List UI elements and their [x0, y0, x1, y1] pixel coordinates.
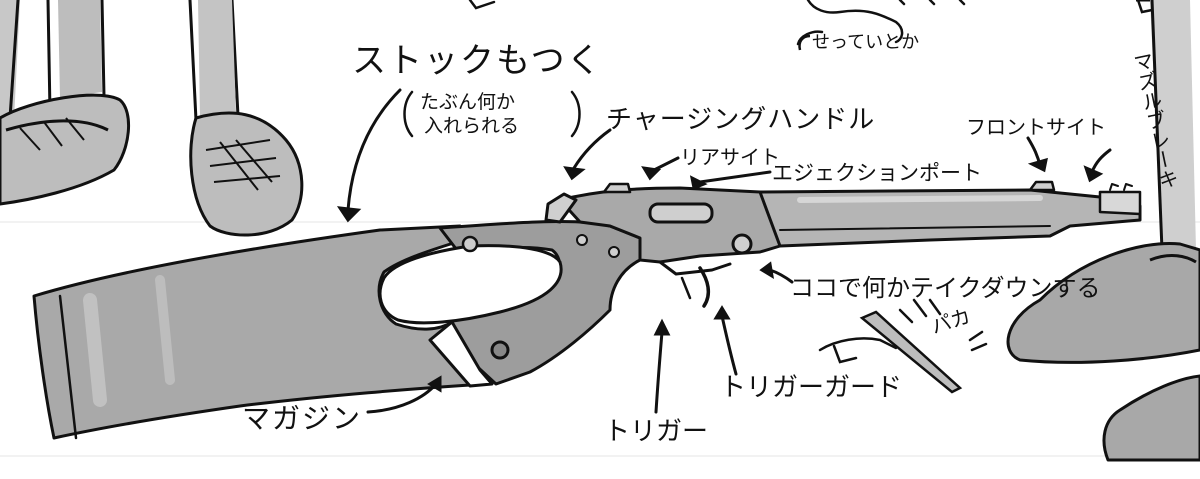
stock-arrow	[348, 90, 400, 210]
label-magazine: マガジン	[242, 402, 362, 435]
muzzle-brake-shape	[1100, 192, 1140, 214]
label-trigger-guard: トリガーガード	[720, 373, 902, 403]
trigger-shape	[700, 268, 708, 306]
receiver-pin	[492, 342, 508, 358]
label-ejection-port: エジェクションポート	[772, 161, 982, 185]
label-top-note: せっていとか	[812, 32, 919, 53]
label-takedown: ココで何かテイクダウンする	[790, 274, 1101, 302]
charging-handle-arrow	[574, 130, 610, 168]
shoe-left	[0, 95, 129, 204]
trigger-guard-shape	[660, 262, 730, 274]
label-charging-handle: チャージングハンドル	[606, 105, 875, 135]
label-stock-note-2: 入れられる	[424, 115, 519, 137]
label-front-sight: フロントサイト	[966, 115, 1106, 139]
rifle	[34, 182, 1140, 438]
trigger-arrow	[656, 332, 662, 412]
label-stock-note-1: たぶん何か	[420, 91, 515, 113]
top-doodle	[470, 0, 1152, 44]
label-rear-sight: リアサイト	[680, 145, 780, 169]
takedown-pin-shape	[733, 235, 751, 253]
rear-sight-arrow	[654, 158, 678, 170]
ejection-port-arrow	[700, 172, 770, 182]
rear-sight-shape	[604, 184, 630, 192]
charging-handle-shape	[546, 194, 576, 222]
ejection-port-shape	[650, 204, 712, 222]
shoe-right	[191, 113, 302, 235]
trigger-guard-arrow	[722, 316, 736, 374]
front-sight-shape	[1030, 182, 1054, 190]
muzzle-brake-arrow	[1092, 150, 1110, 172]
label-trigger: トリガー	[604, 417, 708, 447]
stock-pin	[463, 237, 477, 251]
label-stock: ストックもつく	[352, 41, 603, 81]
